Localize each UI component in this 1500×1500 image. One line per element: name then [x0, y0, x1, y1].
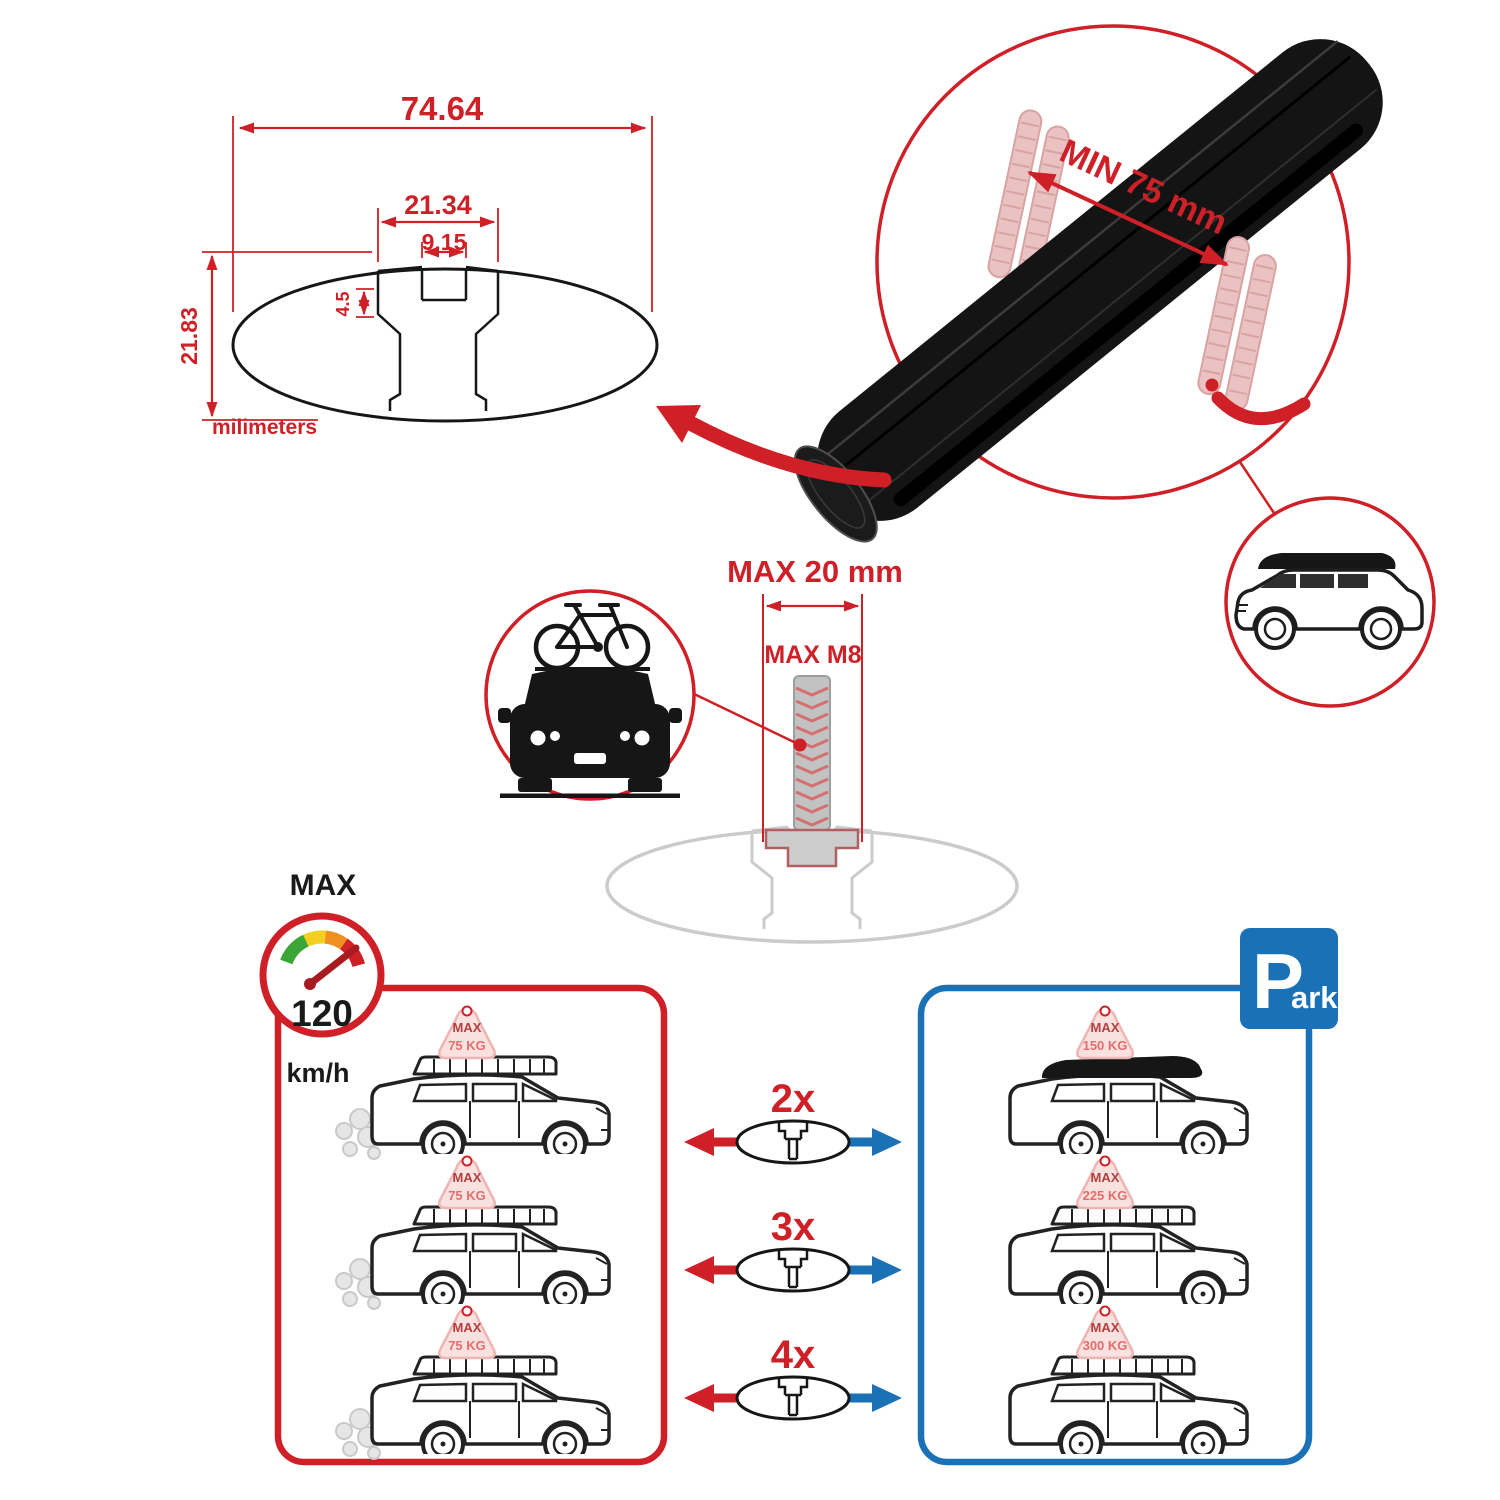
- clamp-point-dot: [1205, 378, 1219, 392]
- driving-row-1: MAX 75 KG: [335, 1005, 611, 1160]
- bar-count-row-1: 2x: [684, 1077, 902, 1165]
- units-label: milimeters: [212, 416, 317, 439]
- load-tag-max: MAX: [1091, 1170, 1120, 1185]
- bolt-detail: MAX 20 mm MAX M8: [605, 554, 1019, 944]
- parking-panel: MAX 150 KG MAX 225 KG MAX 300 KG: [917, 984, 1313, 1466]
- zoom-circle: [875, 24, 1351, 500]
- load-tag-value: 225 KG: [1083, 1188, 1128, 1203]
- arrow-right-head: [872, 1128, 902, 1156]
- gauge-needle: [306, 944, 360, 988]
- load-tag-value: 150 KG: [1083, 1038, 1128, 1053]
- clamp-band: [1211, 391, 1311, 426]
- bolt-pointer-dot: [793, 738, 807, 752]
- bolt-threads: [795, 686, 829, 827]
- car-front-silhouette: [498, 667, 682, 798]
- gauge-arc-yellow: [303, 930, 326, 947]
- speed-gauge: MAX 120 km/h: [259, 869, 385, 1088]
- gauge-arc-green: [280, 934, 310, 965]
- parked-row-2: MAX 225 KG: [1008, 1155, 1249, 1304]
- roof-basket: [1050, 1355, 1196, 1376]
- load-tag-max: MAX: [1091, 1020, 1120, 1035]
- load-tag-max: MAX: [453, 1320, 482, 1335]
- dim-height-label: 21.83: [176, 307, 202, 365]
- bar-count-label: 3x: [771, 1205, 816, 1249]
- bolt-head: [764, 828, 860, 868]
- max-bolt-width-label: MAX 20 mm: [727, 554, 903, 589]
- profile-channel-lines: [376, 265, 500, 411]
- crossbar-zoom: MIN 75 mm: [656, 24, 1383, 543]
- speed-units: km/h: [286, 1058, 349, 1088]
- bar-count-label: 4x: [771, 1333, 816, 1377]
- arrow-right-head: [872, 1256, 902, 1284]
- bolt-pointer-line: [689, 690, 799, 746]
- dim-slot-outer-label: 21.34: [404, 190, 472, 220]
- load-tag-max: MAX: [453, 1020, 482, 1035]
- speed-max-label: MAX: [290, 869, 357, 902]
- suv-roofbox-circle: [1224, 496, 1436, 708]
- load-tag-value: 75 KG: [448, 1338, 486, 1353]
- roof-basket: [412, 1205, 558, 1226]
- load-tag-value: 75 KG: [448, 1038, 486, 1053]
- speed-value: 120: [291, 993, 353, 1034]
- bar-count-arrows: 2x 3x 4x: [684, 1077, 902, 1421]
- bike-car-circle: [484, 589, 696, 801]
- profile-cross-section-icon: [735, 1247, 851, 1293]
- dim-lip-label: 4.5: [333, 291, 353, 316]
- load-tag-max: MAX: [453, 1170, 482, 1185]
- driving-panel: MAX 75 KG MAX 75 KG MAX 75 KG: [274, 984, 668, 1466]
- arrow-left-head: [684, 1384, 714, 1412]
- parked-row-1: MAX 150 KG: [1008, 1005, 1249, 1154]
- clamp-front: [1197, 236, 1277, 412]
- circle-connector-line: [1238, 461, 1276, 514]
- zoom-arrow-shaft: [684, 416, 892, 488]
- roof-basket: [412, 1355, 558, 1376]
- zoom-arrow-head: [656, 405, 701, 443]
- bar-count-row-3: 4x: [684, 1333, 902, 1421]
- arrow-left-head: [684, 1256, 714, 1284]
- roof-basket: [1050, 1205, 1196, 1226]
- driving-row-3: MAX 75 KG: [335, 1305, 611, 1460]
- roof-basket: [412, 1055, 558, 1076]
- profile-tech-drawing: 74.64 21.34 9.15 4.5 21.83 milimeters: [176, 90, 659, 439]
- driving-row-2: MAX 75 KG: [335, 1155, 611, 1310]
- roof-box: [1258, 553, 1396, 569]
- arrow-right-head: [872, 1384, 902, 1412]
- profile-ellipse: [231, 267, 659, 423]
- park-suffix: ark: [1291, 980, 1338, 1015]
- extension-lines: [202, 116, 653, 421]
- park-sign-board: [1240, 928, 1338, 1029]
- parked-row-3: MAX 300 KG: [1008, 1305, 1249, 1454]
- load-tag-max: MAX: [1091, 1320, 1120, 1335]
- dim-width-label: 74.64: [401, 90, 484, 127]
- dim-slot-inner-label: 9.15: [422, 229, 467, 255]
- bar-count-row-2: 3x: [684, 1205, 902, 1293]
- park-sign: P ark: [1240, 928, 1338, 1029]
- max-thread-label: MAX M8: [764, 641, 861, 669]
- min-span-arrow: [1027, 170, 1230, 267]
- park-letter: P: [1252, 937, 1304, 1025]
- arrow-left-head: [684, 1128, 714, 1156]
- bolt-extension-lines: [762, 594, 863, 842]
- bar-count-label: 2x: [771, 1077, 816, 1121]
- gauge-needle-pivot: [304, 978, 316, 990]
- gauge-arc-orange: [324, 930, 348, 950]
- load-tag-value: 300 KG: [1083, 1338, 1128, 1353]
- profile-cross-section-icon: [735, 1375, 851, 1421]
- load-tag-value: 75 KG: [448, 1188, 486, 1203]
- suv-with-roofbox: [1234, 553, 1424, 650]
- profile-cross-section-icon: [735, 1119, 851, 1165]
